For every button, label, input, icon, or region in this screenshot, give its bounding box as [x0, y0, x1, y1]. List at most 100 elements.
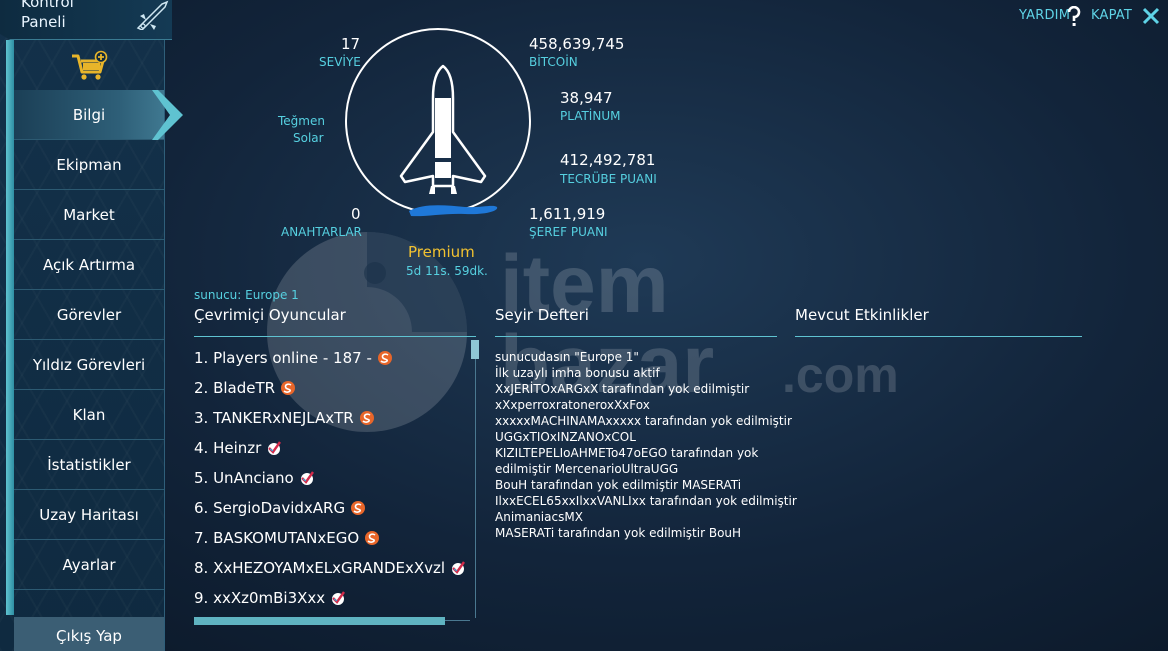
sidebar-item-label: Açık Artırma: [42, 255, 136, 274]
help-label: YARDIM: [1019, 8, 1071, 23]
space-shuttle-icon: [399, 64, 487, 194]
sidebar-item-ayarlar[interactable]: Ayarlar: [14, 540, 164, 590]
watermark-suffix: .com: [782, 347, 899, 403]
players-hscrollbar-thumb[interactable]: [194, 617, 445, 625]
watermark-brand-bottom: bazar: [500, 319, 714, 410]
list-item[interactable]: 2. BladeTR: [194, 379, 296, 397]
ship-log-title: Seyir Defteri: [495, 306, 589, 324]
experience-value: 412,492,781: [560, 151, 656, 169]
logout-label: Çıkış Yap: [56, 627, 122, 645]
shop-cart-icon[interactable]: [70, 50, 108, 82]
player-name: 1. Players online - 187 -: [194, 349, 372, 367]
player-name: 5. UnAnciano: [194, 469, 294, 487]
player-name: 9. xxXz0mBi3Xxx: [194, 589, 326, 607]
list-item[interactable]: 8. XxHEZOYAMxELxGRANDExXvzl: [194, 559, 466, 577]
log-line: BouH tarafından yok edilmiştir MASERATi: [495, 478, 742, 492]
close-button[interactable]: KAPAT: [1091, 8, 1132, 23]
sidebar-item-uzay-haritasi[interactable]: Uzay Haritası: [14, 490, 164, 540]
experience-label: TECRÜBE PUANI: [560, 172, 657, 186]
platinum-value: 38,947: [560, 89, 613, 107]
log-line: IlxxECEL65xxIlxxVANLIxx tarafından yok e…: [495, 494, 797, 508]
log-line: sunucudasın "Europe 1": [495, 350, 639, 364]
log-line: XxJERİTOxARGxX tarafından yok edilmiştir: [495, 382, 750, 396]
sidebar-item-label: Uzay Haritası: [39, 505, 139, 524]
log-line: AnimaniacsMX: [495, 510, 583, 524]
list-item[interactable]: 3. TANKERxNEJLAxTR: [194, 409, 375, 427]
honor-value: 1,611,919: [529, 205, 606, 223]
check-badge-icon: [268, 441, 282, 455]
sidebar-item-label: Klan: [72, 405, 106, 424]
swirl-badge-icon: [377, 351, 392, 365]
platinum-label: PLATİNUM: [560, 109, 621, 123]
log-line: xXxperroxratoneroxXxFox: [495, 398, 650, 412]
events-title: Mevcut Etkinlikler: [795, 306, 929, 324]
list-item[interactable]: 1. Players online - 187 -: [194, 349, 393, 367]
list-item[interactable]: 9. xxXz0mBi3Xxx: [194, 589, 346, 607]
player-name: 3. TANKERxNEJLAxTR: [194, 409, 354, 427]
sidebar-item-gorevler[interactable]: Görevler: [14, 290, 164, 340]
online-players-divider: [194, 336, 476, 337]
sidebar-item-market[interactable]: Market: [14, 190, 164, 240]
sidebar-item-label: Ayarlar: [62, 555, 116, 574]
sidebar-item-bilgi[interactable]: Bilgi: [14, 90, 164, 140]
players-scrollbar-track[interactable]: [475, 340, 476, 618]
swirl-badge-icon: [351, 501, 366, 515]
sidebar-item-klan[interactable]: Klan: [14, 390, 164, 440]
check-badge-icon: [332, 591, 346, 605]
sidebar-item-label: İstatistikler: [47, 455, 131, 474]
panel-title: Kontrol Paneli: [21, 0, 74, 31]
sidebar-item-label: Görevler: [56, 305, 122, 324]
rank-title: Teğmen: [278, 114, 325, 128]
check-badge-icon: [300, 471, 314, 485]
log-line: MASERATi tarafından yok edilmiştir BouH: [495, 526, 742, 540]
log-line: İlk uzaylı imha bonusu aktif: [495, 366, 660, 380]
log-line: xxxxxMACHINAMAxxxxx tarafından yok edilm…: [495, 414, 792, 428]
honor-label: ŞEREF PUANI: [529, 225, 608, 239]
sidebar-item-label: Yıldız Görevleri: [32, 355, 146, 374]
active-chevron-icon: [152, 90, 183, 140]
sidebar-item-acik-artirma[interactable]: Açık Artırma: [14, 240, 164, 290]
list-item[interactable]: 6. SergioDavidxARG: [194, 499, 366, 517]
player-name: 8. XxHEZOYAMxELxGRANDExXvzl: [194, 559, 446, 577]
swirl-badge-icon: [365, 531, 380, 545]
server-label: sunucu: Europe 1: [194, 288, 299, 302]
list-item[interactable]: 5. UnAnciano: [194, 469, 315, 487]
log-line: edilmiştir MercenarioUltraUGG: [495, 462, 679, 476]
keys-value: 0: [351, 205, 361, 223]
sidebar-stripe: [6, 40, 14, 615]
sidebar-item-label: Market: [63, 205, 115, 224]
events-divider: [795, 336, 1082, 337]
keys-label: ANAHTARLAR: [281, 225, 362, 239]
players-scrollbar-thumb[interactable]: [471, 340, 479, 359]
premium-label: Premium: [408, 243, 475, 261]
shuttle-logo-icon: [136, 0, 169, 30]
check-badge-icon: [452, 561, 466, 575]
list-item[interactable]: 4. Heinzr: [194, 439, 282, 457]
player-name: 7. BASKOMUTANxEGO: [194, 529, 360, 547]
sidebar-item-istatistikler[interactable]: İstatistikler: [14, 440, 164, 490]
logout-button[interactable]: Çıkış Yap: [14, 617, 164, 651]
sidebar-item-label: Ekipman: [56, 155, 122, 174]
online-players-title: Çevrimiçi Oyuncular: [194, 306, 346, 324]
close-icon[interactable]: [1142, 7, 1160, 25]
player-name: 4. Heinzr: [194, 439, 262, 457]
sidebar-item-yildiz-gorevleri[interactable]: Yıldız Görevleri: [14, 340, 164, 390]
swirl-badge-icon: [359, 411, 374, 425]
player-name: 6. SergioDavidxARG: [194, 499, 346, 517]
list-item[interactable]: 7. BASKOMUTANxEGO: [194, 529, 380, 547]
log-line: KIZILTEPELIoAHMETo47oEGO tarafından yok: [495, 446, 759, 460]
panel-header: [0, 0, 172, 40]
rank-subtitle: Solar: [293, 131, 324, 145]
premium-remaining: 5d 11s. 59dk.: [406, 264, 488, 278]
help-question-icon[interactable]: [1066, 6, 1082, 28]
ship-log-divider: [495, 336, 777, 337]
help-button[interactable]: YARDIM: [1019, 8, 1070, 23]
swirl-badge-icon: [281, 381, 296, 395]
level-value: 17: [341, 35, 361, 53]
player-name: 2. BladeTR: [194, 379, 276, 397]
close-label: KAPAT: [1091, 8, 1133, 23]
level-label: SEVİYE: [319, 55, 361, 69]
sidebar-item-ekipman[interactable]: Ekipman: [14, 140, 164, 190]
name-redaction-mark: [409, 205, 498, 217]
log-line: UGGxTIOxINZANOxCOL: [495, 430, 636, 444]
